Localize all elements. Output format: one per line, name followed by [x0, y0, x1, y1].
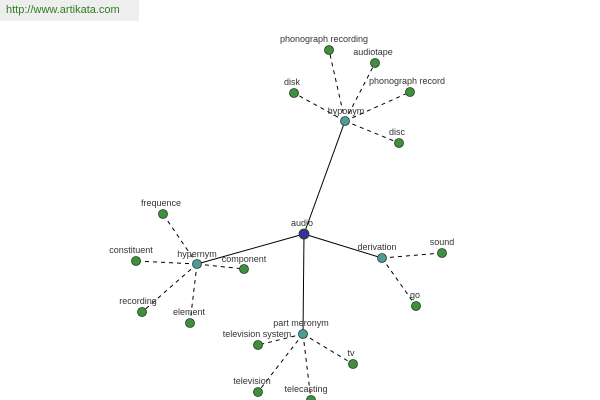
node-part-meronym[interactable] [298, 329, 308, 339]
label-element: element [173, 307, 206, 317]
node-telecasting[interactable] [306, 395, 316, 400]
label-constituent: constituent [109, 245, 153, 255]
nodes: phonograph recording audiotape disk phonogr… [109, 34, 454, 400]
node-go[interactable] [411, 301, 421, 311]
node-disc[interactable] [394, 138, 404, 148]
label-phonograph-recording: phonograph recording [280, 34, 368, 44]
node-television-system[interactable] [253, 340, 263, 350]
label-hypernym: hypernym [177, 249, 217, 259]
label-root: audio [291, 218, 313, 228]
edge-phonograph-record [344, 91, 411, 122]
edge-constituent [135, 260, 198, 265]
label-go: go [410, 290, 420, 300]
edge-hyponym [303, 120, 346, 235]
node-tv[interactable] [348, 359, 358, 369]
node-hypernym[interactable] [192, 259, 202, 269]
node-television[interactable] [253, 387, 263, 397]
label-hyponym: hyponym [328, 106, 365, 116]
label-phonograph-record: phonograph record [369, 76, 445, 86]
node-disk[interactable] [289, 88, 299, 98]
label-disk: disk [284, 77, 301, 87]
edge-tv [302, 333, 354, 365]
label-recording: recording [119, 296, 157, 306]
node-component[interactable] [239, 264, 249, 274]
watermark-link[interactable]: http://www.artikata.com [0, 0, 139, 21]
label-part-meronym: part meronym [273, 318, 329, 328]
label-television: television [233, 376, 271, 386]
node-root[interactable] [298, 228, 310, 240]
label-frequence: frequence [141, 198, 181, 208]
node-hyponym[interactable] [340, 116, 350, 126]
edge-derivation [303, 233, 383, 259]
label-component: component [222, 254, 267, 264]
node-frequence[interactable] [158, 209, 168, 219]
label-tv: tv [347, 348, 355, 358]
edge-component [196, 263, 245, 270]
node-element[interactable] [185, 318, 195, 328]
edge-hypernym [196, 233, 305, 265]
edge-frequence [162, 213, 198, 265]
edge-sound [381, 252, 443, 259]
edge-audiotape [344, 62, 376, 122]
edge-go [381, 257, 417, 307]
label-audiotape: audiotape [353, 47, 393, 57]
edge-element [189, 263, 198, 324]
edge-disk [293, 92, 346, 122]
node-sound[interactable] [437, 248, 447, 258]
node-phonograph-recording[interactable] [324, 45, 334, 55]
label-disc: disc [389, 127, 406, 137]
edges [135, 49, 443, 400]
edge-part-meronym [302, 233, 305, 335]
node-constituent[interactable] [131, 256, 141, 266]
node-audiotape[interactable] [370, 58, 380, 68]
edge-telecasting [302, 333, 312, 400]
node-recording[interactable] [137, 307, 147, 317]
label-sound: sound [430, 237, 455, 247]
node-derivation[interactable] [377, 253, 387, 263]
edge-disc [344, 120, 400, 144]
label-television-system: television system [223, 329, 292, 339]
label-derivation: derivation [357, 242, 396, 252]
node-phonograph-record[interactable] [405, 87, 415, 97]
label-telecasting: telecasting [284, 384, 327, 394]
